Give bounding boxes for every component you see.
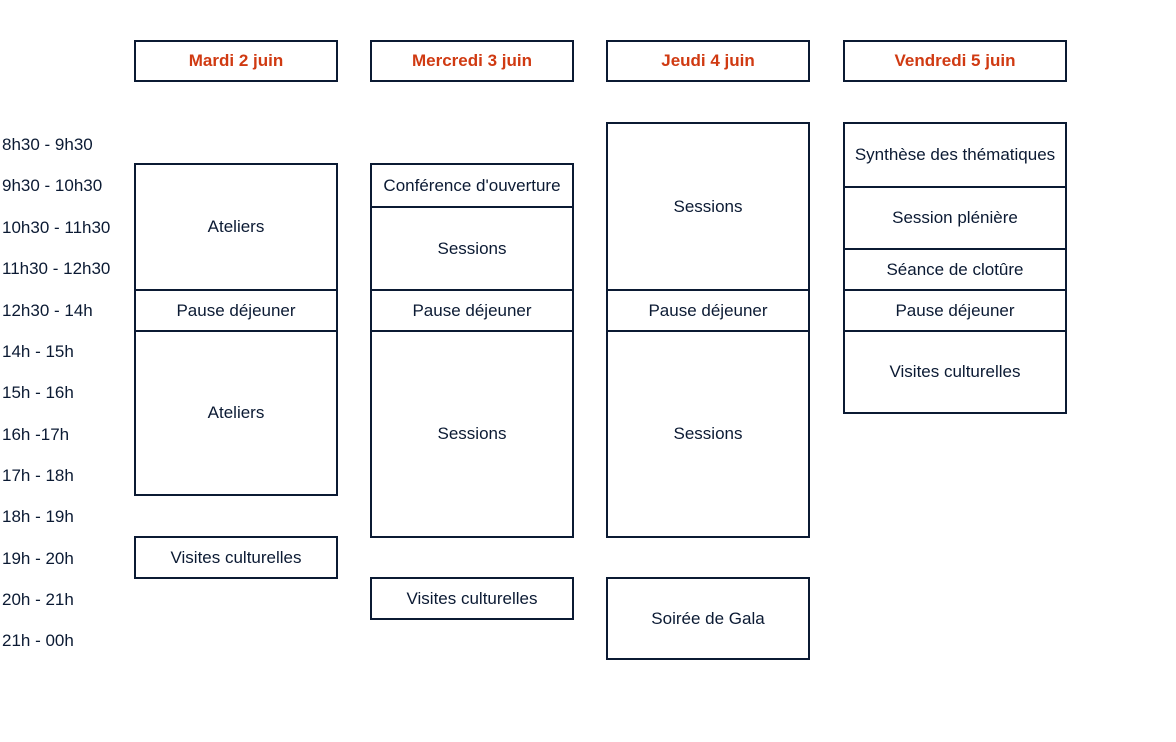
day-header-tuesday: Mardi 2 juin [134,40,338,82]
session-block-ateliers-morning: Ateliers [134,163,338,291]
session-block-lunch-break: Pause déjeuner [134,289,338,332]
time-slot-label: 8h30 - 9h30 [2,135,93,154]
time-slot-label: 10h30 - 11h30 [2,218,111,237]
time-slot-label: 9h30 - 10h30 [2,176,103,195]
session-block-sessions-afternoon: Sessions [606,330,810,538]
day-header-friday: Vendredi 5 juin [843,40,1067,82]
session-block-sessions-morning: Sessions [370,206,574,291]
time-slot-label: 14h - 15h [2,342,74,361]
session-block-sessions-afternoon: Sessions [370,330,574,538]
session-block-lunch-break: Pause déjeuner [843,289,1067,332]
time-slot-label: 20h - 21h [2,590,74,609]
time-slot-label: 19h - 20h [2,549,74,568]
session-block-cultural-visits: Visites culturelles [370,577,574,620]
time-slot-label: 18h - 19h [2,507,74,526]
time-slot-label: 12h30 - 14h [2,301,93,320]
time-slot-label: 11h30 - 12h30 [2,259,111,278]
session-block-closing-session: Séance de clotûre [843,248,1067,291]
day-header-thursday: Jeudi 4 juin [606,40,810,82]
day-header-wednesday: Mercredi 3 juin [370,40,574,82]
session-block-sessions-morning: Sessions [606,122,810,291]
session-block-cultural-visits: Visites culturelles [134,536,338,579]
time-slot-label: 17h - 18h [2,466,74,485]
session-block-ateliers-afternoon: Ateliers [134,330,338,496]
time-slot-label: 15h - 16h [2,383,74,402]
time-slot-label: 21h - 00h [2,631,74,650]
session-block-lunch-break: Pause déjeuner [370,289,574,332]
time-slot-label: 16h -17h [2,425,70,444]
session-block-cultural-visits: Visites culturelles [843,330,1067,414]
session-block-gala-evening: Soirée de Gala [606,577,810,660]
session-block-opening-conference: Conférence d'ouverture [370,163,574,208]
session-block-plenary-session: Session plénière [843,186,1067,250]
session-block-themes-synthesis: Synthèse des thématiques [843,122,1067,188]
session-block-lunch-break: Pause déjeuner [606,289,810,332]
